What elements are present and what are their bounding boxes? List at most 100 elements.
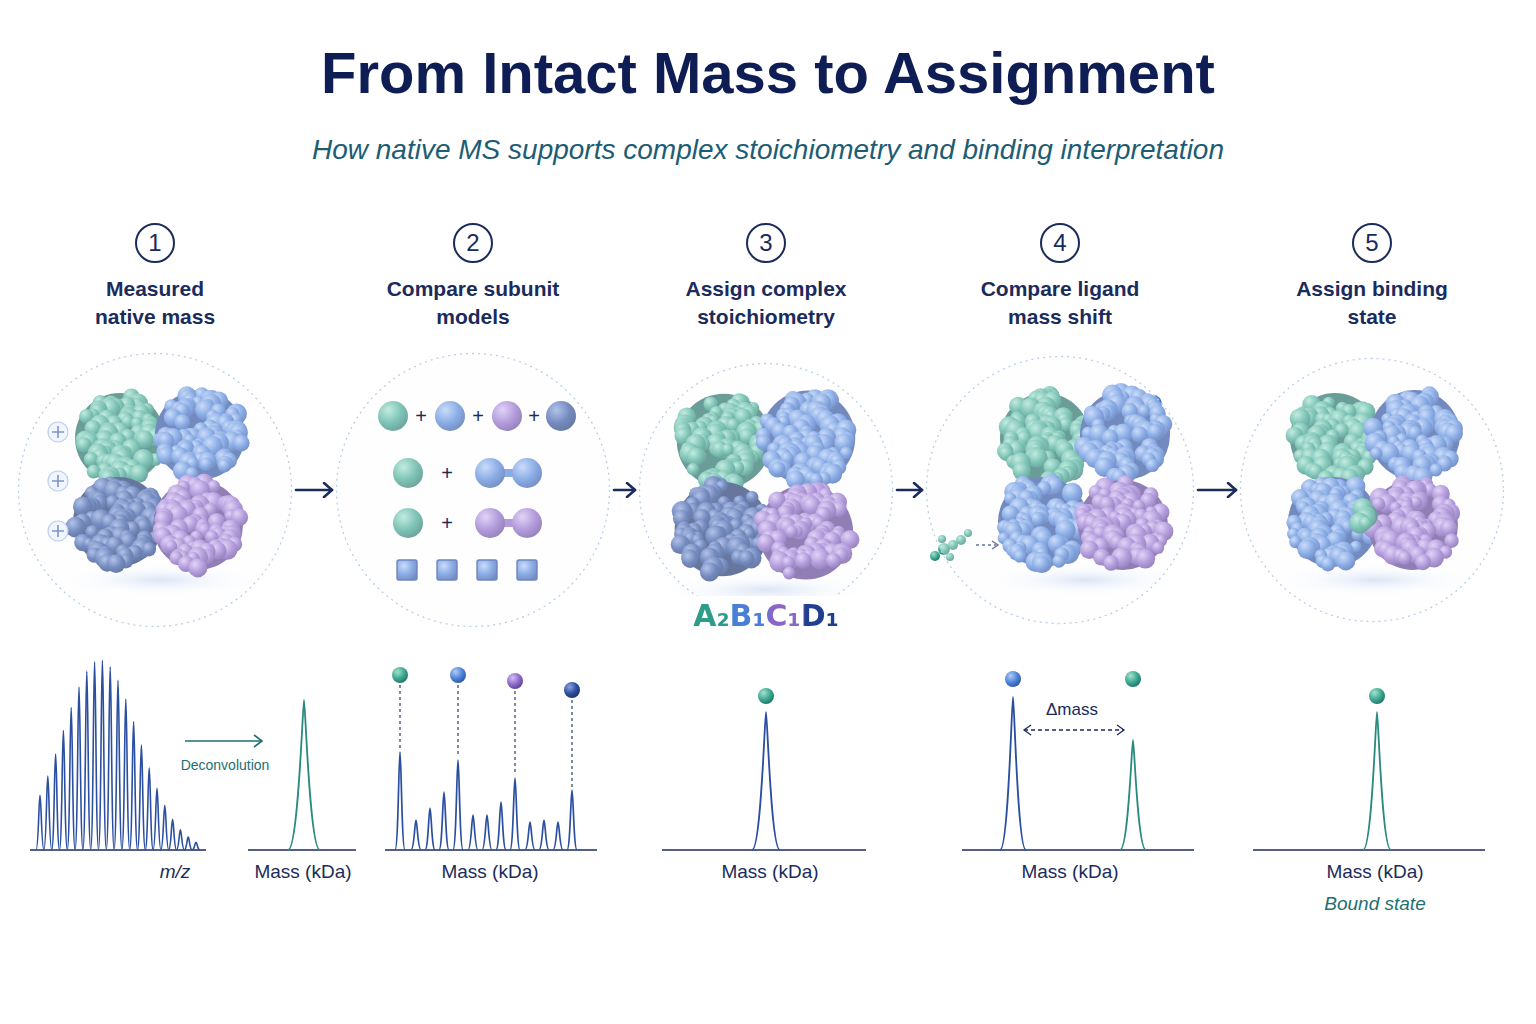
step-number: 1 <box>135 223 175 263</box>
step-circle: 4Compare ligand mass shift <box>925 355 1195 625</box>
axis-label: m/z <box>160 861 191 884</box>
step-outline <box>335 352 611 628</box>
species-marker <box>450 667 466 683</box>
step-outline <box>925 355 1195 625</box>
state-label: Bound state <box>1324 893 1425 916</box>
flow-arrow <box>296 489 332 492</box>
step-number: 2 <box>453 223 493 263</box>
spectrum-peak <box>468 815 478 850</box>
species-marker <box>1005 671 1021 687</box>
dotted-circle <box>927 357 1194 624</box>
spectrum-baseline <box>662 849 866 851</box>
species-marker <box>564 682 580 698</box>
spectrum-peak <box>1000 697 1026 850</box>
spectrum-peak <box>153 788 161 850</box>
spectrum-peak <box>453 760 463 850</box>
spectrum-peak <box>75 687 83 850</box>
flow-arrow <box>1198 489 1236 492</box>
step-number: 4 <box>1040 223 1080 263</box>
spectrum-peak <box>145 768 153 850</box>
spectrum-peak <box>553 822 563 850</box>
step-heading: Assign binding state <box>1272 275 1472 331</box>
plus-sign: + <box>472 404 484 428</box>
subtitle: How native MS supports complex stoichiom… <box>312 133 1224 167</box>
step-number: 3 <box>746 223 786 263</box>
spectrum-baseline <box>248 849 356 851</box>
step-heading: Compare ligand mass shift <box>960 275 1160 331</box>
flow-arrow <box>897 489 922 492</box>
spectrum-peak <box>752 712 780 850</box>
step-heading: Assign complex stoichiometry <box>666 275 866 331</box>
step-circle: 1Measured native mass <box>17 352 293 628</box>
spectrum-peak <box>567 790 577 850</box>
step-circle: 5Assign binding state <box>1239 357 1505 623</box>
plus-sign: + <box>441 511 453 535</box>
step-outline <box>1239 357 1505 623</box>
spectrum-peak <box>130 721 138 850</box>
spectrum-peak <box>67 707 75 850</box>
spectrum-baseline <box>30 849 206 851</box>
spectrum-peak <box>169 819 177 850</box>
spectrum-peak <box>59 731 67 850</box>
axis-label: Mass (kDa) <box>441 861 538 884</box>
step-heading: Measured native mass <box>80 275 230 331</box>
spectrum-peak <box>184 837 192 850</box>
step-number: 5 <box>1352 223 1392 263</box>
delta-arrow <box>1024 729 1124 730</box>
label-patch: A₂B₁C₁D₁ <box>687 596 845 641</box>
step-heading: Compare subunit models <box>384 275 562 331</box>
step-outline <box>638 362 894 618</box>
subunit-sphere <box>930 551 940 561</box>
spectrum-peak <box>395 752 405 850</box>
guide-line <box>457 685 458 757</box>
spectrum-peak <box>539 820 549 850</box>
axis-label: Mass (kDa) <box>254 861 351 884</box>
spectrum-peak <box>510 778 520 850</box>
spectrum-baseline <box>962 849 1194 851</box>
spectrum-peak <box>1120 740 1146 850</box>
step-outline <box>17 352 293 628</box>
spectrum-peak <box>137 745 145 850</box>
spectrum-peak <box>91 662 99 850</box>
deconvolution-arrow-head <box>254 735 262 747</box>
spectrum-peak <box>122 699 130 850</box>
spectrum-peak <box>482 815 492 850</box>
species-marker <box>507 673 523 689</box>
species-marker <box>392 667 408 683</box>
spectrum-peak <box>411 820 421 850</box>
spectrum-peak <box>192 842 200 850</box>
spectrum-peak <box>425 808 435 850</box>
axis-label: Mass (kDa) <box>721 861 818 884</box>
flow-arrow <box>614 489 635 492</box>
spectrum-peak <box>439 792 449 850</box>
title: From Intact Mass to Assignment <box>0 38 1536 108</box>
stoichiometry-label: A₂B₁C₁D₁ <box>693 598 839 633</box>
spectrum-peak <box>36 795 44 850</box>
spectrum-peak <box>44 776 52 850</box>
spectrum-peak <box>52 754 60 850</box>
dotted-circle <box>337 354 610 627</box>
axis-label: Mass (kDa) <box>1021 861 1118 884</box>
axis-label: Mass (kDa) <box>1326 861 1423 884</box>
deconvolution-arrow <box>185 740 261 742</box>
guide-line <box>399 685 400 749</box>
delta-arrow-heads <box>1024 725 1124 735</box>
spectrum-peak <box>176 830 184 850</box>
plus-sign: + <box>415 404 427 428</box>
process-label: Deconvolution <box>181 757 270 774</box>
plus-sign: + <box>441 461 453 485</box>
delta-label: Δmass <box>1046 700 1098 720</box>
spectrum-peak <box>98 660 106 850</box>
spectrum-peak <box>496 802 506 850</box>
spectrum-peak <box>161 806 169 850</box>
dotted-circle <box>1241 359 1504 622</box>
step-circle: 2Compare subunit models <box>335 352 611 628</box>
spectrum-peak <box>114 680 122 850</box>
plus-sign: + <box>528 404 540 428</box>
species-marker <box>758 688 774 704</box>
spectrum-peak <box>525 822 535 850</box>
guide-line <box>514 691 515 775</box>
dotted-circle <box>19 354 292 627</box>
spectrum-peak <box>106 667 114 850</box>
